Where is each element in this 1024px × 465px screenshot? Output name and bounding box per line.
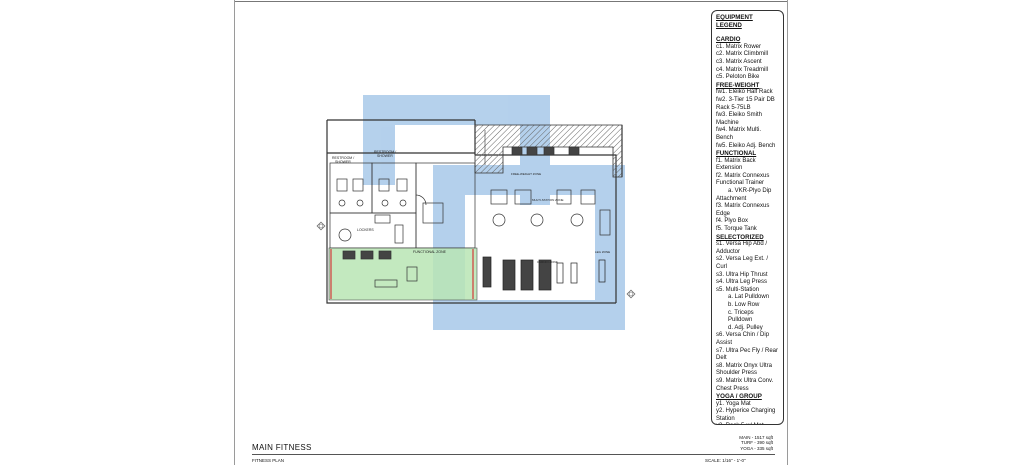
legend-item: Delt — [716, 355, 727, 362]
scale-label: SCALE: — [705, 458, 722, 463]
title-underline — [252, 454, 775, 455]
floor-plan: RESTROOM / SHOWER RESTROOM / SHOWER LOCK… — [316, 95, 636, 330]
legend-subitem: b. Low Row — [728, 301, 760, 308]
legend-item: f5. Torque Tank — [716, 226, 757, 233]
room-label-restroom-1: RESTROOM / — [332, 156, 354, 160]
drawing-sheet: RESTROOM / SHOWER RESTROOM / SHOWER LOCK… — [234, 0, 788, 465]
legend-item: s4. Ultra Leg Press — [716, 279, 768, 286]
sheet-subtitle: FITNESS PLAN — [252, 458, 285, 463]
grid-markers — [316, 221, 636, 299]
sheet-top-border — [235, 1, 787, 2]
legend-title: EQUIPMENT LEGEND — [716, 14, 753, 29]
legend-item: f2. Matrix Connexus — [716, 172, 770, 179]
legend-item: Station — [716, 415, 735, 422]
legend-item: s8. Matrix Onyx Ultra — [716, 362, 773, 369]
room-label-restroom-2: RESTROOM / — [374, 150, 396, 154]
legend-item: fw4. Matrix Multi. Bench — [716, 127, 762, 141]
free-weight-equipment — [490, 146, 611, 236]
legend-item: y3. Rack 5 w/ Mat — [716, 423, 779, 424]
legend-item: Edge — [716, 210, 731, 217]
legend-item: s6. Versa Chin / Dip — [716, 332, 770, 339]
legend-item: Functional Trainer — [716, 180, 765, 187]
room-label-lockers: LOCKERS — [357, 228, 374, 232]
legend-item: Adductor — [716, 248, 741, 255]
legend-item: c2. Matrix Climbmill — [716, 51, 769, 58]
area-stat-turf: TURF - 390 sqft — [740, 440, 773, 446]
legend-gap — [716, 29, 779, 36]
legend-item: c3. Matrix Ascent — [716, 58, 762, 65]
legend-heading: SELECTORIZED — [716, 233, 764, 241]
legend-item: c5. Peloton Bike — [716, 74, 760, 81]
legend-item: f3. Matrix Connexus — [716, 203, 770, 210]
legend-heading: FUNCTIONAL — [716, 150, 757, 158]
legend-item: f4. Plyo Box — [716, 218, 749, 225]
area-stat-main: MAIN - 1517 sqft — [739, 435, 773, 440]
legend-item: s7. Ultra Pec Fly / Rear — [716, 347, 779, 354]
cardio-equipment — [482, 256, 606, 291]
legend-item: c1. Matrix Rower — [716, 43, 762, 50]
zone-label-multi-station: MULTI-STATION ZONE — [532, 198, 564, 202]
room-label-shower-2: SHOWER — [377, 154, 393, 158]
legend-item: c4. Matrix Treadmill — [716, 66, 769, 73]
legend-item: s2. Versa Leg Ext. / Curl — [716, 256, 769, 270]
legend-item: s5. Multi-Station — [716, 286, 760, 293]
legend-item: Rack 5-75LB — [716, 104, 751, 111]
area-stat-yoga: YOGA - 335 sqft — [740, 445, 773, 451]
scale-value: 1/16" - 1'-0" — [722, 458, 746, 463]
legend-item: Attachment — [716, 195, 747, 202]
legend-item: s3. Ultra Hip Thrust — [716, 271, 768, 278]
legend-item: fw5. Eleiko Adj. Bench — [716, 142, 776, 149]
legend-subitem: a. VKR-Plyo Dip — [728, 188, 772, 195]
legend-item: Shoulder Press — [716, 370, 758, 377]
area-stats: MAIN - 1517 sqft TURF - 390 sqft YOGA - … — [733, 435, 773, 451]
room-label-shower-1: SHOWER — [335, 160, 351, 164]
legend-subitem: d. Adj. Pulley — [728, 324, 763, 331]
legend-item: f1. Matrix Back Extension — [716, 157, 756, 172]
sheet-title: MAIN FITNESS — [252, 443, 312, 452]
legend-heading: YOGA / GROUP — [716, 393, 762, 401]
legend-item: fw3. Eleiko Smith — [716, 112, 763, 119]
scale-note: SCALE: 1/16" - 1'-0" — [705, 458, 746, 463]
legend-item: y2. Hyperice Charging — [716, 408, 776, 415]
legend-item: Assist — [716, 339, 733, 346]
legend-subitem: c. Triceps Pulldown — [728, 309, 754, 324]
legend-item: fw1. Eleiko Half Rack — [716, 89, 773, 96]
legend-item: fw2. 3-Tier 15 Pair DB — [716, 96, 775, 103]
zone-label-leg: LEG ZONE — [595, 250, 610, 254]
legend-item: y1. Yoga Mat — [716, 400, 751, 407]
zone-label-functional: FUNCTIONAL ZONE — [413, 250, 447, 254]
functional-equipment — [342, 250, 418, 288]
hatched-wall — [474, 124, 623, 178]
watermark-logo — [363, 95, 625, 330]
legend-heading: FREE-WEIGHT — [716, 81, 760, 89]
legend-heading: CARDIO — [716, 36, 741, 44]
legend-item: s9. Matrix Ultra Conv. — [716, 377, 774, 384]
legend-subitem: a. Lat Pulldown — [728, 294, 770, 301]
legend-item: Machine — [716, 119, 739, 126]
legend-item: Chest Press — [716, 385, 749, 392]
zone-label-free-weight: FREE-WEIGHT ZONE — [511, 172, 541, 176]
zone-label-cardio: CARDIO ZONE — [537, 260, 558, 264]
legend-item: s1. Versa Hip Abd / — [716, 241, 768, 248]
